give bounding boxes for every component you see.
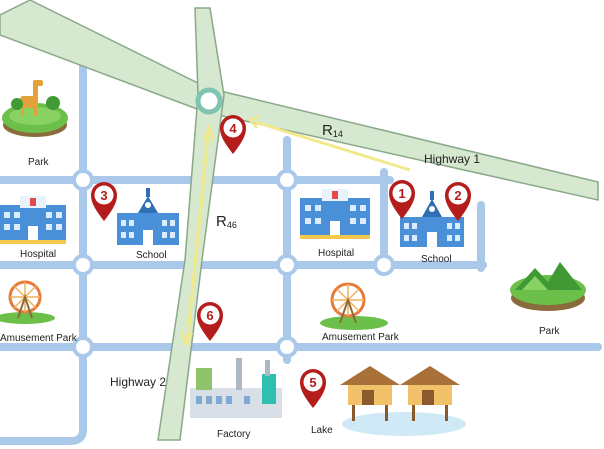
pin-number: 3 (100, 188, 107, 203)
location-pin-1[interactable]: 1 (389, 180, 415, 219)
factory-label: Factory (217, 429, 250, 440)
roundabout-icon (276, 169, 298, 191)
ferris-wheel-icon (8, 280, 42, 319)
lake-label: Lake (311, 425, 333, 436)
highway-2-road (157, 7, 225, 441)
location-pin-3[interactable]: 3 (91, 182, 117, 221)
highway-2-label: Highway 2 (110, 375, 166, 389)
roundabout-icon (373, 254, 395, 276)
factory-icon (190, 358, 282, 418)
pin-number: 5 (309, 375, 316, 390)
giraffe-icon (20, 80, 43, 116)
roundabout-icon (72, 336, 94, 358)
roundabout-icon (72, 254, 94, 276)
hospital-right-icon (300, 189, 370, 239)
lake-icon (340, 366, 466, 436)
street-corner (0, 426, 87, 445)
stilt-house-icon (340, 366, 400, 421)
school-left-label: School (136, 250, 167, 261)
park-right-label: Park (539, 326, 561, 337)
location-pin-5[interactable]: 5 (300, 369, 326, 408)
park-right-icon (510, 262, 586, 311)
school-left-icon (117, 188, 179, 245)
roundabout-icon (276, 336, 298, 358)
roundabouts (72, 169, 395, 358)
pin-number: 2 (454, 188, 461, 203)
amusement-right-icon (320, 282, 388, 330)
location-pin-2[interactable]: 2 (445, 182, 471, 221)
amusement-right-label: Amusement Park (322, 332, 400, 343)
highway-1-label: Highway 1 (424, 152, 480, 166)
pin-number: 1 (398, 186, 405, 201)
amusement-left-label: Amusement Park (0, 333, 78, 344)
school-right-label: School (421, 254, 452, 265)
park-left-icon (2, 80, 68, 137)
route-r14-label: R14 (322, 122, 343, 139)
route-r46-label: R46 (216, 213, 237, 230)
main-roundabout-icon (195, 87, 223, 115)
hospital-right-label: Hospital (318, 248, 354, 259)
amusement-left-icon (0, 280, 55, 324)
location-pin-4[interactable]: 4 (220, 115, 246, 154)
school-right-icon (400, 191, 464, 247)
roundabout-icon (72, 169, 94, 191)
route-arrows (179, 114, 411, 347)
ferris-wheel-icon (330, 282, 366, 324)
highway-1-road (0, 0, 599, 201)
park-left-label: Park (28, 157, 50, 168)
stilt-house-icon (400, 366, 460, 421)
pin-number: 4 (229, 121, 237, 136)
roundabout-icon (276, 254, 298, 276)
hospital-left-icon (0, 196, 66, 244)
hospital-left-label: Hospital (20, 249, 56, 260)
pin-number: 6 (206, 308, 213, 323)
location-pin-6[interactable]: 6 (197, 302, 223, 341)
